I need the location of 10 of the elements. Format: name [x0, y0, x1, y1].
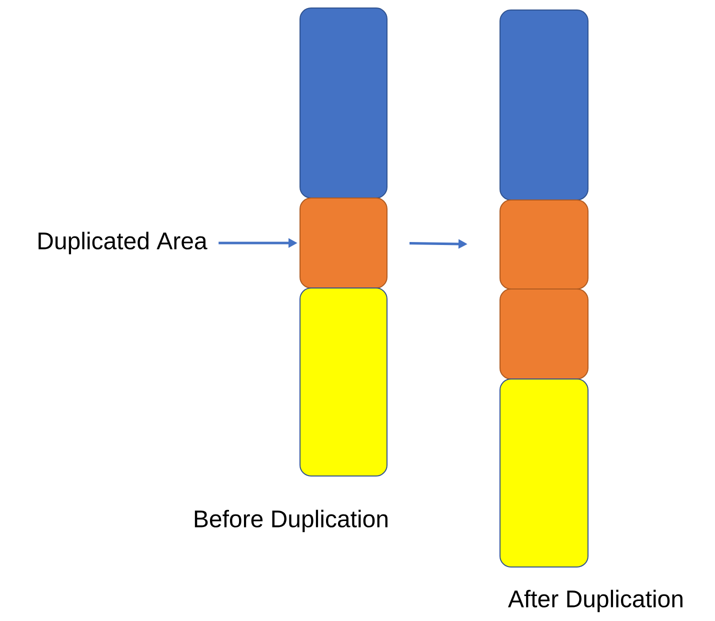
area-label: Duplicated Area: [38, 232, 208, 254]
chromosome-caption: Before Duplication: [194, 510, 388, 532]
chromosome-caption: After Duplication: [508, 590, 682, 612]
chromosome-segment: [500, 288, 588, 380]
chromosome-segment: [300, 8, 388, 198]
chromosome-segment: [300, 288, 388, 476]
chromosome-segment: [500, 378, 588, 568]
chromosome-segment: [500, 200, 588, 290]
chromosome-segment: [300, 198, 388, 288]
chromosome-segment: [500, 10, 588, 200]
